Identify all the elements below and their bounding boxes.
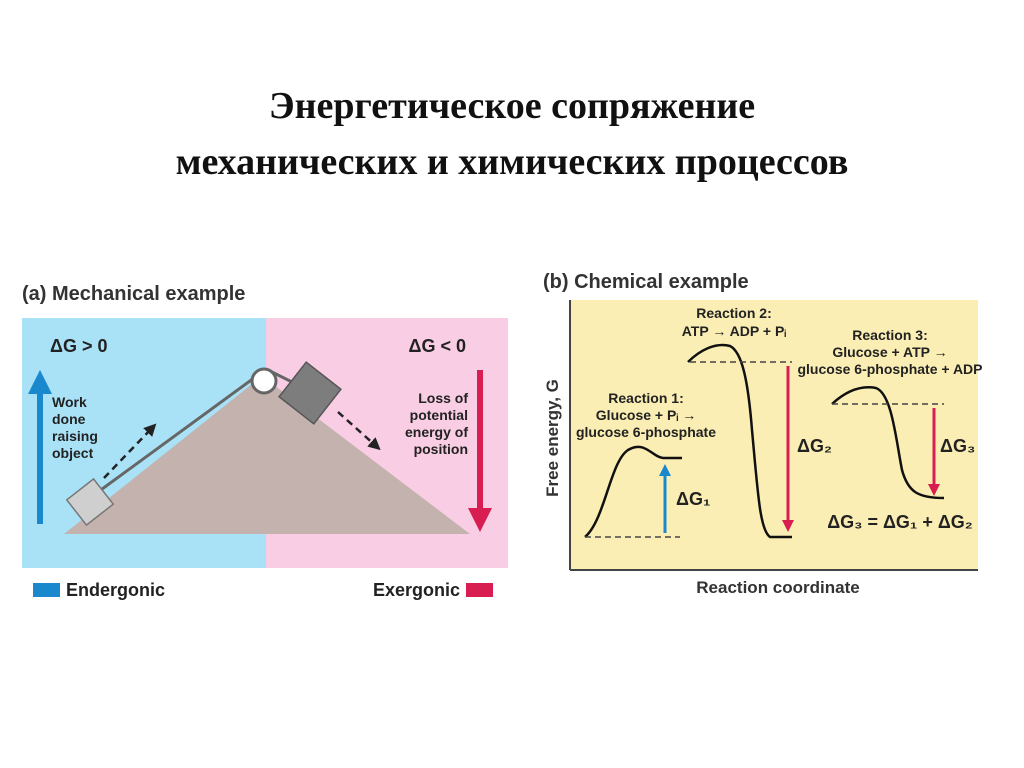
chemical-plot-background xyxy=(570,300,978,570)
reaction2-energy-curve xyxy=(687,343,792,539)
reaction1-energy-curve xyxy=(584,445,682,538)
exergonic-legend-label: Exergonic xyxy=(373,580,460,600)
reaction1-title: Reaction 1: xyxy=(608,390,683,406)
endergonic-legend-swatch xyxy=(33,583,60,597)
delta-g1-label: ΔG₁ xyxy=(676,489,710,509)
pulley-wheel xyxy=(250,367,278,395)
reaction3-line2: glucose 6-phosphate + ADP xyxy=(797,361,982,377)
falling-direction-arrow xyxy=(337,411,381,451)
loss-energy-text-4: position xyxy=(414,441,468,457)
title-line-1: Энергетическое сопряжение xyxy=(268,85,756,127)
falling-object-block xyxy=(278,361,342,425)
reaction3-line1: Glucose + ATP → xyxy=(832,344,947,360)
work-done-text-1: Work xyxy=(52,394,87,410)
exergonic-legend-swatch xyxy=(466,583,493,597)
raised-object-block xyxy=(65,477,115,527)
reaction1-line1: Glucose + Pᵢ → xyxy=(596,407,696,423)
ramp-triangle xyxy=(64,376,470,534)
loss-energy-text-3: energy of xyxy=(405,424,468,440)
title-line-2: механических и химических процессов xyxy=(175,141,849,183)
delta-g-negative-label: ΔG < 0 xyxy=(409,336,466,356)
x-axis-label: Reaction coordinate xyxy=(696,578,859,597)
loss-energy-text-1: Loss of xyxy=(418,390,468,406)
delta-g-positive-label: ΔG > 0 xyxy=(50,336,107,356)
sum-equation: ΔG₃ = ΔG₁ + ΔG₂ xyxy=(827,512,973,532)
mechanical-panel-label: (a) Mechanical example xyxy=(22,283,245,305)
work-done-text-4: object xyxy=(52,445,94,461)
slide-title: Энергетическое сопряжение механических и… xyxy=(0,78,1024,190)
reaction3-energy-curve xyxy=(831,386,945,500)
reaction1-line2: glucose 6-phosphate xyxy=(576,424,716,440)
work-done-text-3: raising xyxy=(52,428,98,444)
reaction2-title: Reaction 2: xyxy=(696,305,771,321)
chemical-panel-label: (b) Chemical example xyxy=(543,271,749,293)
mechanical-panel: (a) Mechanical example ΔG > 0 ΔG < 0 Wor… xyxy=(22,283,508,600)
y-axis-label: Free energy, G xyxy=(543,379,562,497)
delta-g3-label: ΔG₃ xyxy=(940,436,975,456)
reaction3-title: Reaction 3: xyxy=(852,327,927,343)
chemical-panel: (b) Chemical example Free energy, G Reac… xyxy=(543,271,983,597)
delta-g2-label: ΔG₂ xyxy=(797,436,832,456)
endergonic-legend-label: Endergonic xyxy=(66,580,165,600)
loss-energy-text-2: potential xyxy=(410,407,468,423)
work-done-text-2: done xyxy=(52,411,86,427)
reaction2-line1: ATP → ADP + Pᵢ xyxy=(682,323,787,339)
